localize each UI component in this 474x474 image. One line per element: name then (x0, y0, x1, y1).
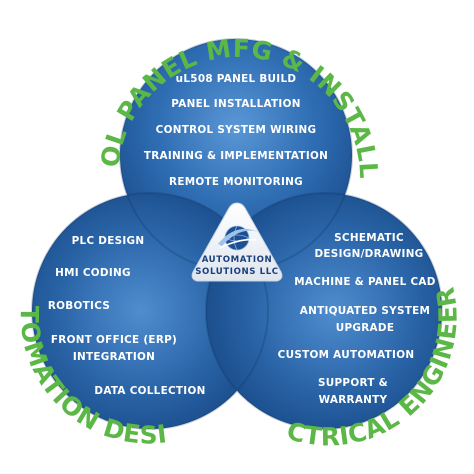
list-item: REMOTE MONITORING (169, 176, 303, 188)
list-item: PANEL INSTALLATION (171, 98, 300, 110)
list-item: SUPPORT & (318, 377, 388, 389)
list-item: TRAINING & IMPLEMENTATION (144, 150, 328, 162)
list-item: DATA COLLECTION (94, 385, 205, 397)
logo-line-2: SOLUTIONS LLC (195, 267, 278, 277)
list-item: WARRANTY (319, 394, 388, 406)
globe-swoosh-icon (218, 225, 258, 251)
list-item: PLC DESIGN (72, 235, 145, 247)
center-logo: AUTOMATION SOLUTIONS LLC (191, 202, 283, 282)
list-item: ROBOTICS (48, 300, 110, 312)
list-item: SCHEMATIC (334, 232, 404, 244)
list-control-panel: uL508 PANEL BUILD PANEL INSTALLATION CON… (144, 73, 328, 188)
logo-line-1: AUTOMATION (202, 255, 273, 265)
list-item: DESIGN/DRAWING (314, 248, 423, 260)
list-item: ANTIQUATED SYSTEM (300, 305, 430, 317)
list-item: UPGRADE (336, 322, 394, 334)
list-item: INTEGRATION (73, 351, 155, 363)
list-automation-design: PLC DESIGN HMI CODING ROBOTICS FRONT OFF… (48, 235, 205, 397)
list-electrical-engineering: SCHEMATIC DESIGN/DRAWING MACHINE & PANEL… (278, 232, 436, 406)
list-item: CUSTOM AUTOMATION (278, 349, 415, 361)
list-item: HMI CODING (55, 267, 131, 279)
list-item: MACHINE & PANEL CAD (294, 276, 435, 288)
list-item: FRONT OFFICE (ERP) (51, 334, 177, 346)
list-item: uL508 PANEL BUILD (176, 73, 297, 85)
list-item: CONTROL SYSTEM WIRING (156, 124, 317, 136)
